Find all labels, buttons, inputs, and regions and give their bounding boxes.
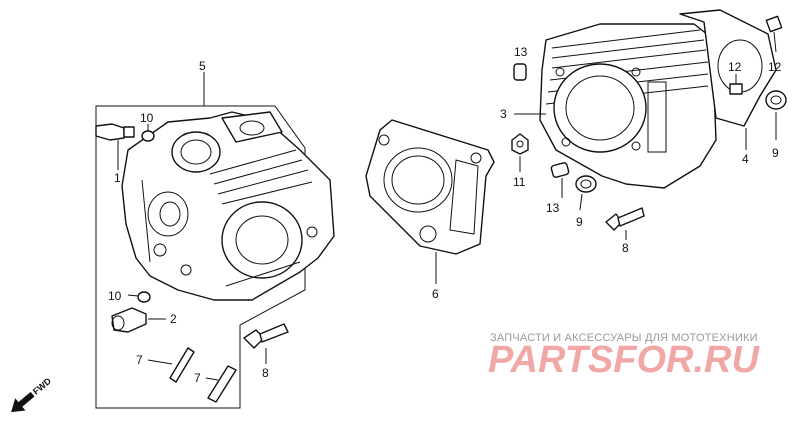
part-1-plug [95, 123, 135, 170]
callout-13-top: 13 [514, 45, 528, 59]
part-10-ring-bottom [127, 291, 151, 303]
part-13-dowel-top [513, 63, 527, 81]
head-group-bracket [95, 72, 306, 409]
callout-labels: 5 10 1 10 2 7 7 8 6 13 3 11 13 9 8 12 12… [108, 45, 782, 385]
watermark-logo: PARTSFOR.RU [488, 339, 760, 381]
fwd-label: FWD [31, 376, 54, 397]
watermark-tagline: ЗАПЧАСТИ И АКСЕССУАРЫ ДЛЯ МОТОТЕХНИКИ [490, 332, 758, 344]
part-9-washer-right [765, 90, 787, 140]
callout-7-left: 7 [136, 353, 143, 367]
part-6-gasket [365, 119, 495, 284]
part-13-dowel-bottom [550, 162, 570, 198]
part-12-dowel-right [765, 15, 783, 53]
callout-13-bottom: 13 [546, 201, 560, 215]
callout-9-left: 9 [576, 215, 583, 229]
part-7-stud-right [205, 365, 237, 403]
callout-8-right: 8 [622, 241, 629, 255]
callout-12-right: 12 [768, 60, 782, 74]
cylinder-head [121, 111, 335, 301]
callout-12-left: 12 [728, 60, 742, 74]
callout-1: 1 [114, 171, 121, 185]
callout-7-right: 7 [194, 371, 201, 385]
callout-6: 6 [432, 287, 439, 301]
part-7-stud-left [147, 347, 195, 383]
part-8-bolt-right [605, 207, 645, 240]
part-3-cylinder [514, 23, 717, 189]
part-8-bolt-left [243, 323, 289, 364]
part-10-ring-top [141, 124, 155, 142]
callout-4: 4 [742, 152, 749, 166]
callout-9-right: 9 [772, 146, 779, 160]
watermark: ЗАПЧАСТИ И АКСЕССУАРЫ ДЛЯ МОТОТЕХНИКИ PA… [488, 332, 760, 381]
callout-10-bottom: 10 [108, 289, 122, 303]
part-9-washer-left [575, 175, 597, 211]
part-2-cap [111, 307, 166, 333]
callout-5: 5 [199, 59, 206, 73]
callout-3: 3 [500, 107, 507, 121]
callout-8-left: 8 [262, 366, 269, 380]
callout-2: 2 [170, 312, 177, 326]
part-11-nut [511, 133, 529, 172]
callout-10-top: 10 [140, 111, 154, 125]
forward-direction-arrow: FWD [11, 376, 54, 413]
callout-11: 11 [513, 175, 526, 189]
part-12-dowel-left [729, 74, 743, 95]
